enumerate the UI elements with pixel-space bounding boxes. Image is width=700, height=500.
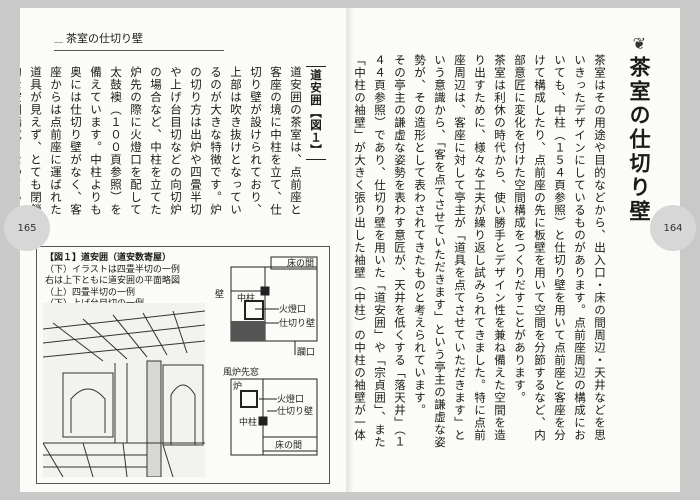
figure-box: 【図１】道安囲（道安数寄屋） （下）イラストは四畳半切の一例 右は上下ともに道安… xyxy=(36,246,330,484)
plan-label-toko-2: 床の間 xyxy=(275,439,302,451)
floor-plan-diagram: 床の間 壁 中柱 火燈口 仕切り壁 躙口 風炉先窓 炉 火燈口 仕切り壁 中柱 … xyxy=(215,256,318,456)
tearoom-illustration xyxy=(43,303,205,477)
section-subhead: 道安囲【図１】 xyxy=(306,66,326,160)
header-text: 茶室の仕切り壁 xyxy=(66,32,144,45)
plan-label-katoguchi-2: 火燈口 xyxy=(277,393,304,405)
caption-line: （下）イラストは四畳半切の一例 xyxy=(45,264,180,275)
figure-label: 【図１】道安囲（道安数寄屋） xyxy=(45,253,172,263)
running-header: ＿茶室の仕切り壁 xyxy=(54,30,224,51)
plan-label-shikiri-2: 仕切り壁 xyxy=(277,405,313,417)
plan-label-katoguchi: 火燈口 xyxy=(279,303,306,315)
plan-label-nakabashira: 中柱 xyxy=(237,292,255,304)
header-mark: ＿ xyxy=(54,35,64,45)
right-page: ❦ 茶室の仕切り壁 茶室はその用途や目的などから、出入口・床の間周辺・天井などを… xyxy=(354,8,680,492)
plan-label-toko: 床の間 xyxy=(287,257,314,269)
section-title: 茶室の仕切り壁 xyxy=(627,56,652,224)
left-body-paragraphs: 道安囲の茶室は、点前座と客座の境に中柱を立て、仕切り壁が設けられており、上部は吹… xyxy=(20,66,303,216)
page-number-right: 164 xyxy=(650,205,696,251)
plan-label-ro: 炉 xyxy=(233,380,242,392)
plan-label-nakabashira-2: 中柱 xyxy=(239,416,257,428)
caption-line: （上）四畳半切の一例 xyxy=(45,287,136,298)
right-body-text: 茶室はその用途や目的などから、出入口・床の間周辺・天井などを思いきったデザインに… xyxy=(354,54,607,449)
plan-label-shikiri: 仕切り壁 xyxy=(279,317,315,329)
plan-label-furosaki: 風炉先窓 xyxy=(223,366,259,378)
figure-caption: 【図１】道安囲（道安数寄屋） （下）イラストは四畳半切の一例 右は上下ともに道安… xyxy=(45,253,205,311)
plan-label-nijiriguchi: 躙口 xyxy=(297,347,315,358)
title-ornament-icon: ❦ xyxy=(632,34,646,53)
page-number-left: 165 xyxy=(4,205,50,251)
caption-line: 右は上下ともに道安囲の平面略図 xyxy=(45,276,181,286)
plan-label-kabe: 壁 xyxy=(215,288,224,300)
left-page: ＿茶室の仕切り壁 道安囲【図１】 道安囲の茶室は、点前座と客座の境に中柱を立て、… xyxy=(20,8,346,492)
book-gutter xyxy=(346,8,354,492)
left-body-text: 道安囲【図１】 道安囲の茶室は、点前座と客座の境に中柱を立て、仕切り壁が設けられ… xyxy=(20,66,326,226)
